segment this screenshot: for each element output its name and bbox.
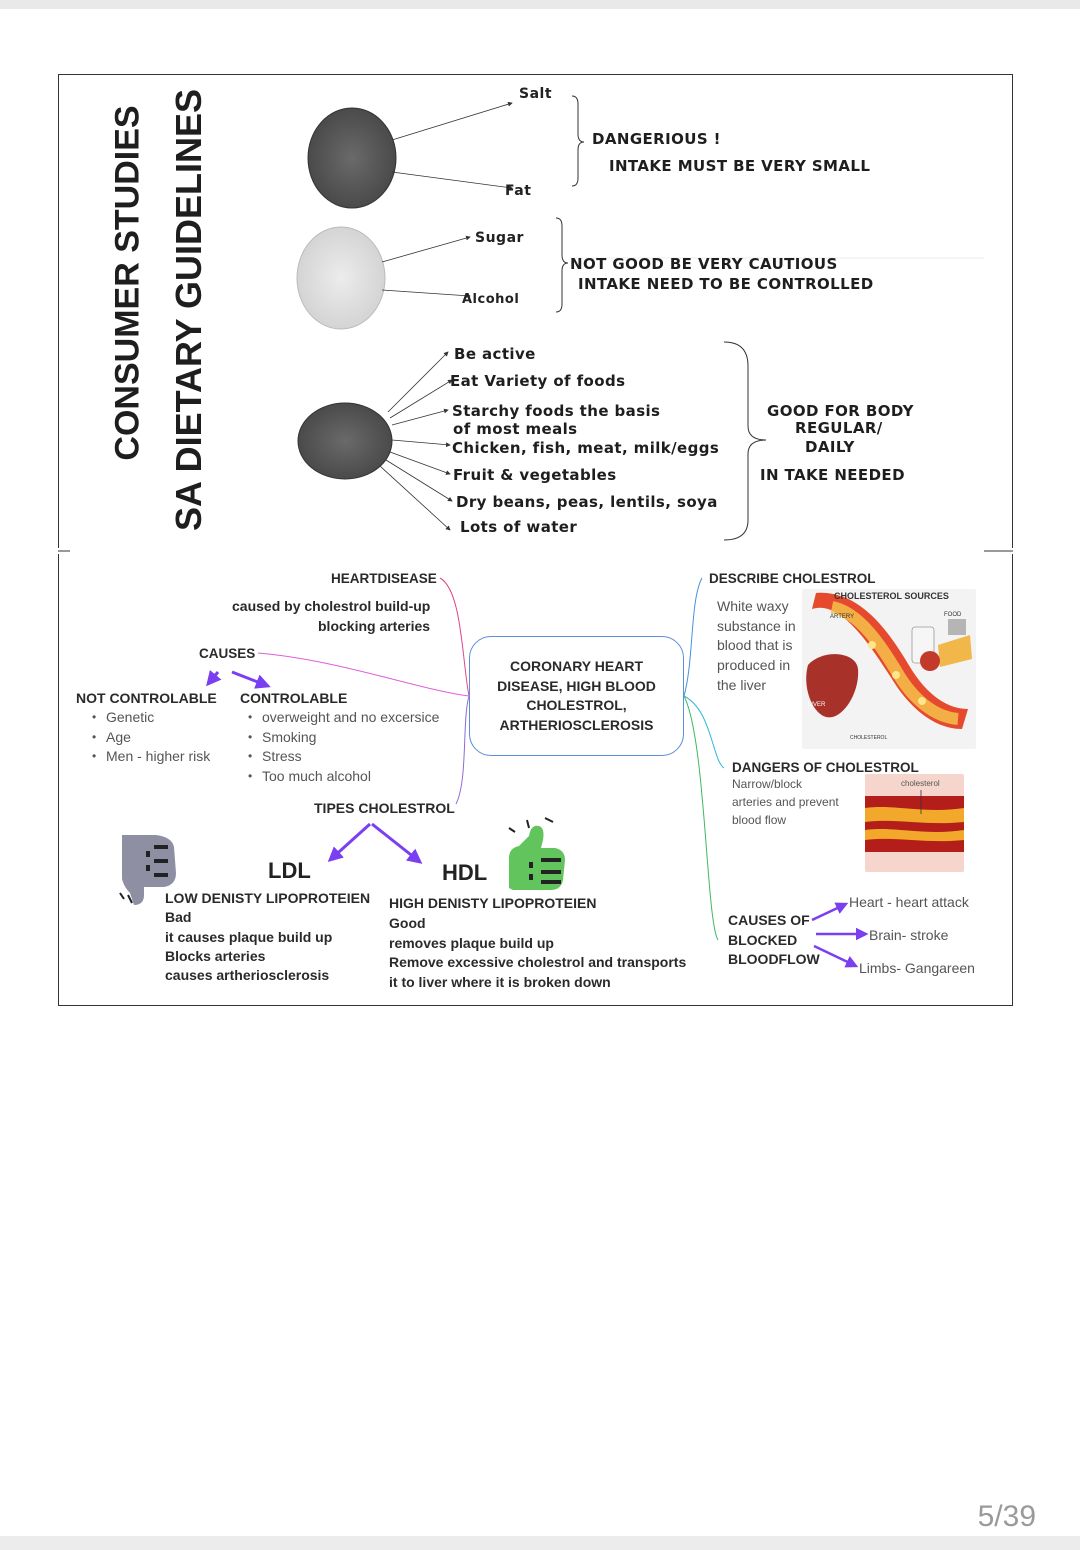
heartdisease-title: HEARTDISEASE (331, 571, 437, 586)
hdl-line-5: it to liver where it is broken down (389, 974, 611, 990)
list-item: Genetic (92, 708, 210, 728)
types-title: TIPES CHOLESTROL (314, 800, 455, 816)
consumer-studies-title: CONSUMER STUDIES (108, 105, 146, 461)
list-item: Stress (248, 747, 439, 767)
ldl-line-2: Bad (165, 909, 192, 925)
item-protein: Chicken, fish, meat, milk/eggs (452, 439, 720, 457)
artery-illustration (806, 592, 972, 729)
blocked-artery-image: cholesterol (865, 774, 964, 872)
food-label: FOOD (944, 612, 962, 618)
cholesterol-sources-title: CHOLESTEROL SOURCES (834, 591, 949, 601)
regular-label: REGULAR/ (795, 419, 883, 437)
top-bar (0, 0, 1080, 9)
item-alcohol: Alcohol (462, 292, 520, 307)
food-circle (297, 402, 393, 480)
dietary-guidelines-title: SA DIETARY GUIDELINES (167, 88, 209, 532)
ldl-line-1: LOW DENISTY LIPOPROTEIEN (165, 890, 371, 906)
ldl-line-3: it causes plaque build up (165, 929, 333, 945)
item-fat: Fat (505, 183, 532, 199)
not-controlable-title: NOT CONTROLABLE (76, 690, 217, 706)
daily-label: DAILY (805, 438, 855, 456)
cholesterol-image-label: cholesterol (901, 779, 940, 788)
blocked-title-1: CAUSES OF (728, 912, 810, 928)
list-item: overweight and no excersice (248, 708, 439, 728)
hdl-line-4: Remove excessive cholestrol and transpor… (389, 954, 687, 970)
blocked-brain: Brain- stroke (869, 927, 949, 943)
intake-needed-label: IN TAKE NEEDED (760, 466, 905, 484)
blocked-title-3: BLOODFLOW (728, 951, 820, 967)
dangers-title: DANGERS OF CHOLESTROL (732, 760, 919, 775)
thumbs-up-icon (508, 817, 565, 890)
salt-fat-circle (307, 107, 397, 209)
page-indicator: 5/39 (977, 1500, 1036, 1533)
artery-cross-section (865, 774, 964, 872)
blocked-heart: Heart - heart attack (849, 894, 969, 910)
hdl-line-2: Good (389, 915, 426, 931)
item-be-active: Be active (454, 345, 536, 363)
ldl-line-5: causes artheriosclerosis (165, 967, 330, 983)
center-line-1: CORONARY HEART (509, 658, 643, 674)
dangers-line-2: arteries and prevent (732, 795, 839, 809)
hdl-line-3: removes plaque build up (389, 935, 554, 951)
item-sugar: Sugar (475, 230, 524, 246)
item-fruit: Fruit & vegetables (453, 466, 617, 484)
causes-title: CAUSES (199, 646, 256, 661)
thumbs-down-icon (119, 835, 176, 905)
describe-line-1: White waxy (717, 598, 789, 614)
blocked-title-2: BLOCKED (728, 932, 798, 948)
dangers-line-3: blood flow (732, 813, 787, 827)
list-item: Too much alcohol (248, 767, 439, 787)
list-item: Smoking (248, 728, 439, 748)
item-starchy: Starchy foods the basis (452, 402, 661, 420)
item-beans: Dry beans, peas, lentils, soya (456, 493, 718, 511)
dangerous-label: DANGERIOUS ! (592, 130, 721, 148)
ldl-title: LDL (268, 858, 311, 883)
dangers-line-1: Narrow/block (732, 777, 803, 791)
bottom-bar (0, 1536, 1080, 1550)
describe-line-3: blood that is (717, 637, 793, 653)
hdl-line-1: HIGH DENISTY LIPOPROTEIEN (389, 895, 597, 911)
describe-line-4: produced in (717, 657, 791, 673)
controlable-title: CONTROLABLE (240, 690, 348, 706)
ldl-line-4: Blocks arteries (165, 948, 266, 964)
list-item: Men - higher risk (92, 747, 210, 767)
cholesterol-label: CHOLESTEROL (850, 735, 888, 741)
heartdisease-line-1: caused by cholestrol build-up (232, 598, 431, 614)
not-good-label: NOT GOOD BE VERY CAUTIOUS (570, 255, 838, 273)
liver-label: LIVER (808, 702, 826, 708)
mindmap-center: CORONARY HEART DISEASE, HIGH BLOOD CHOLE… (469, 636, 684, 756)
center-line-2: DISEASE, HIGH BLOOD (497, 677, 656, 694)
describe-line-5: the liver (717, 677, 767, 693)
describe-title: DESCRIBE CHOLESTROL (709, 571, 876, 586)
controlable-list: overweight and no excersice Smoking Stre… (248, 708, 439, 786)
cholesterol-sources-image: CHOLESTEROL SOURCES ARTERY FOOD LIVER CH… (802, 589, 976, 749)
center-line-4: ARTHERIOSCLEROSIS (499, 716, 654, 733)
sugar-alcohol-circle (296, 226, 386, 330)
blocked-limbs: Limbs- Gangareen (859, 960, 975, 976)
describe-line-2: substance in (717, 618, 796, 634)
heartdisease-line-2: blocking arteries (318, 618, 431, 634)
artery-label: ARTERY (830, 614, 855, 620)
controlled-label: INTAKE NEED TO BE CONTROLLED (578, 275, 874, 293)
item-starchy-cont: of most meals (453, 420, 578, 438)
item-water: Lots of water (460, 518, 578, 536)
very-small-label: INTAKE MUST BE VERY SMALL (609, 157, 871, 175)
center-line-3: CHOLESTROL, (526, 697, 627, 713)
item-salt: Salt (519, 86, 553, 102)
not-controlable-list: Genetic Age Men - higher risk (92, 708, 210, 767)
item-variety: Eat Variety of foods (450, 372, 626, 390)
hdl-title: HDL (442, 860, 488, 885)
list-item: Age (92, 728, 210, 748)
good-for-body-label: GOOD FOR BODY (767, 402, 914, 420)
